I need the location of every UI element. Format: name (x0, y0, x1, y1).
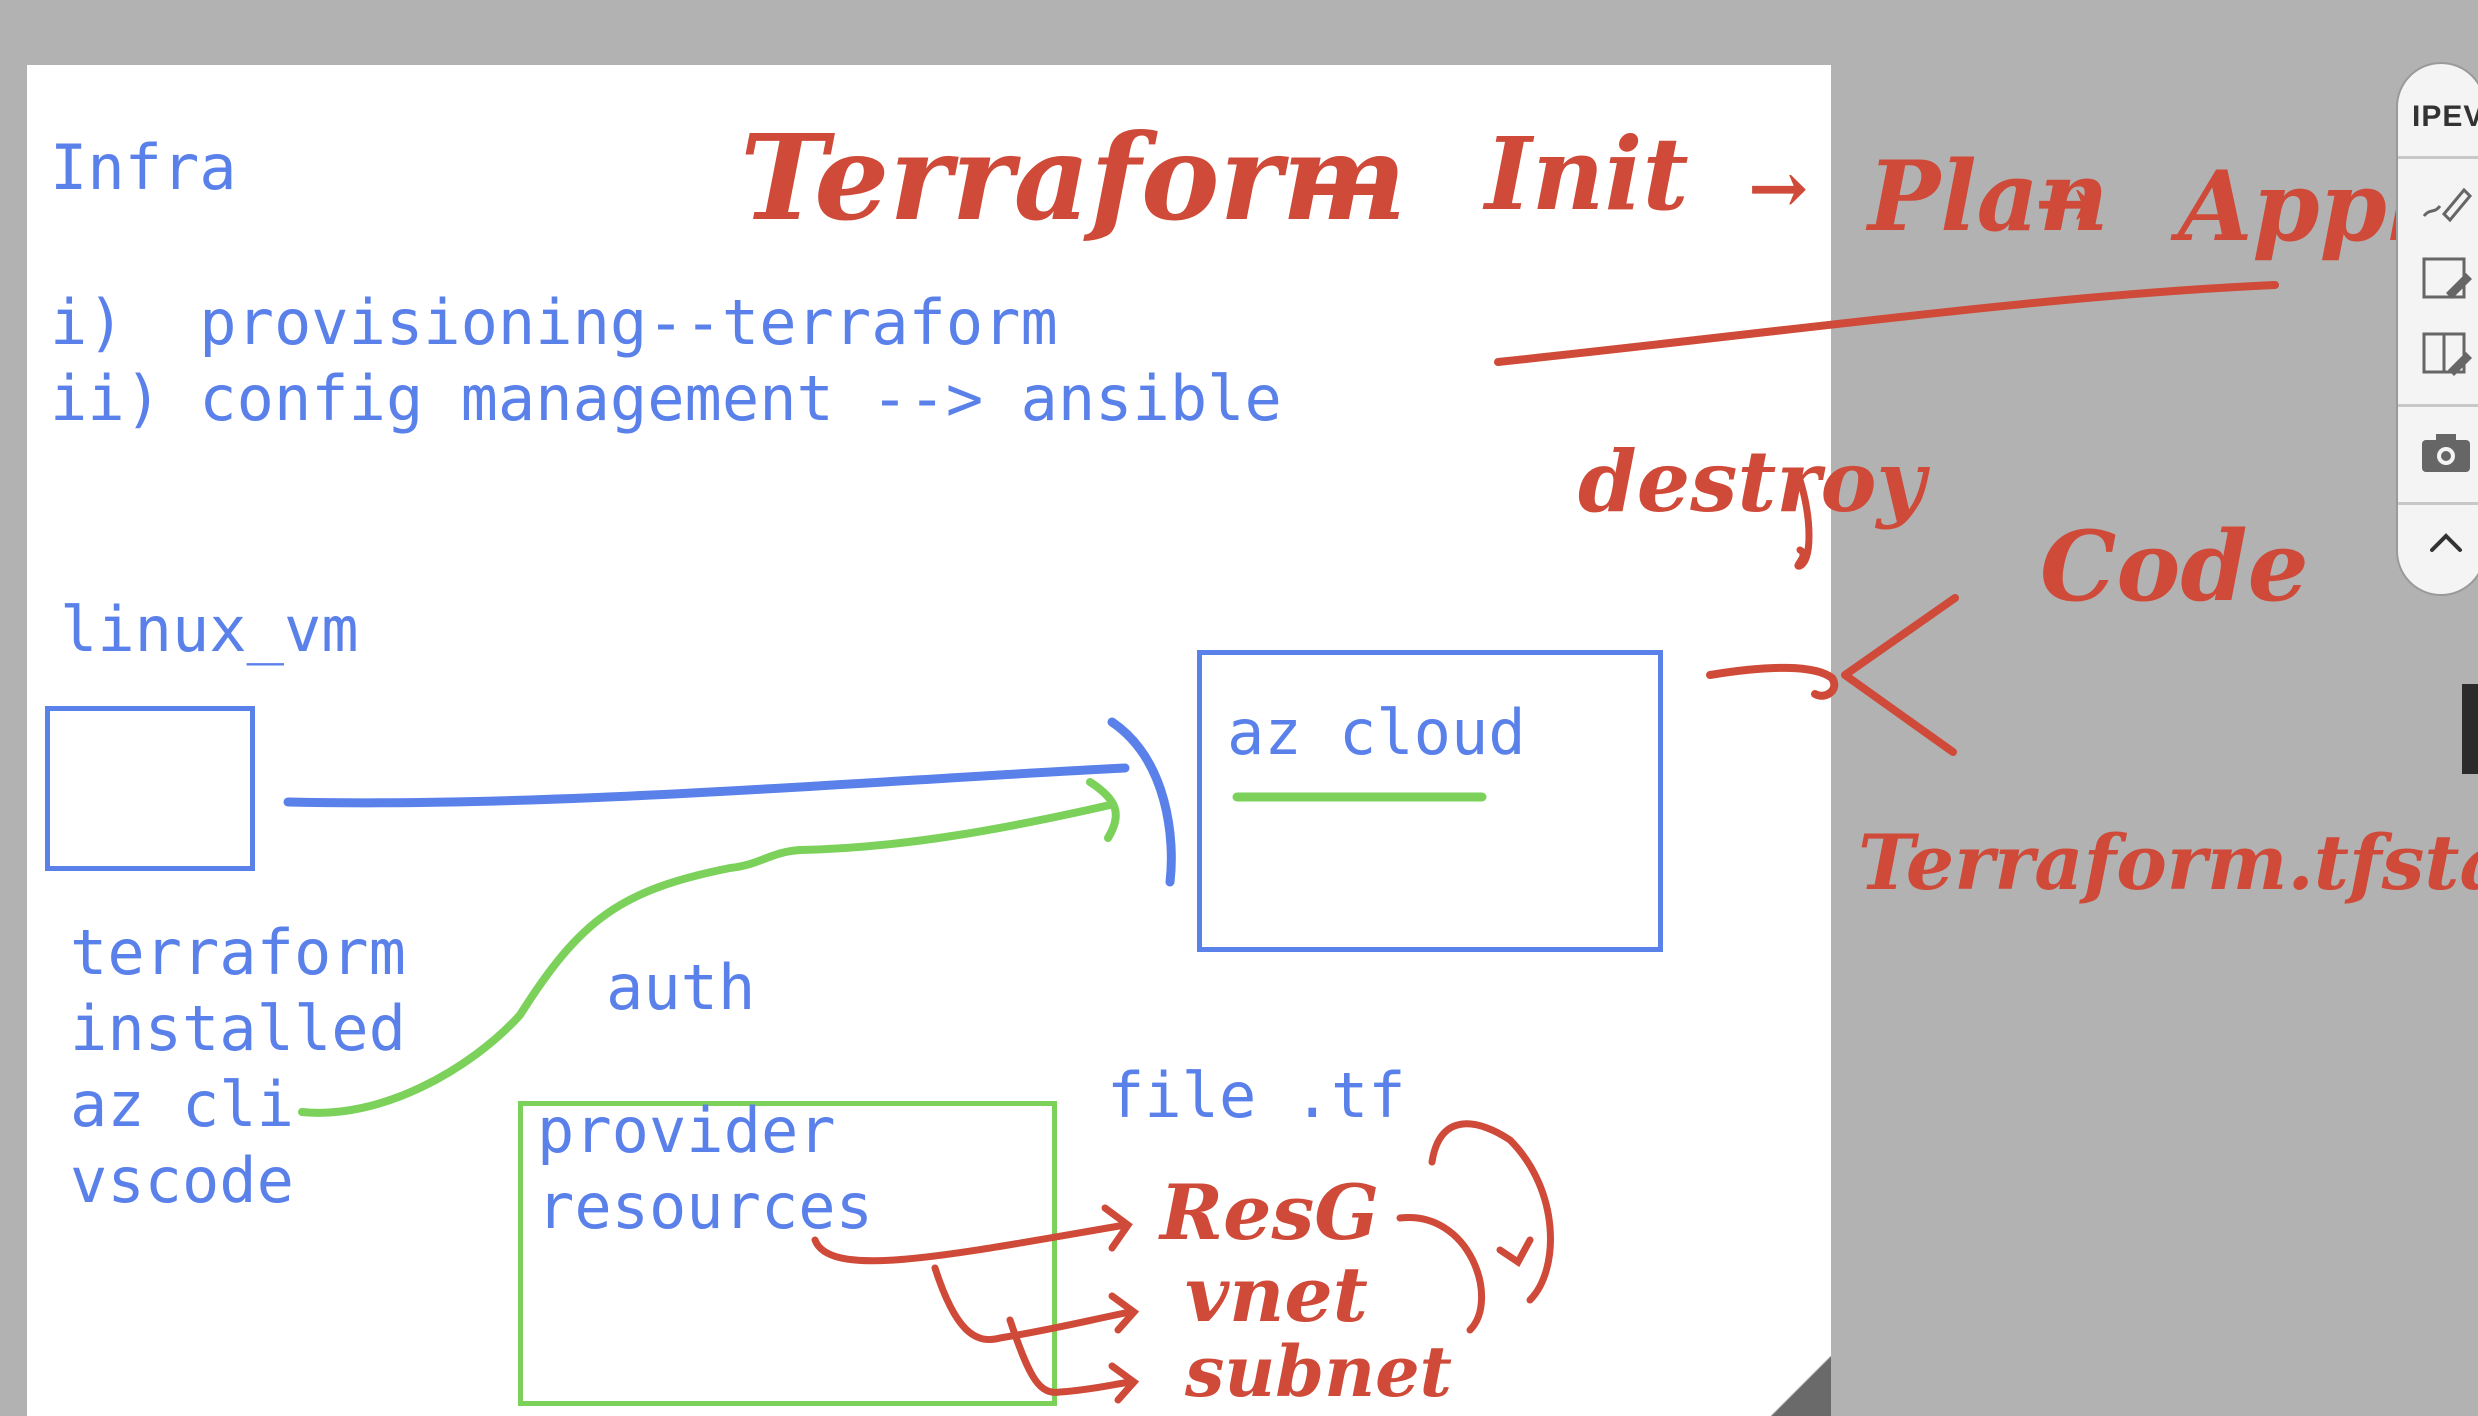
whiteboard-edit-icon[interactable] (2416, 249, 2476, 309)
plan-command: Plan (1868, 140, 2109, 253)
toolbar-separator (2398, 502, 2478, 505)
resource-vnet: vnet (1185, 1250, 1368, 1339)
ipevo-toolbar: IPEVO (2396, 62, 2478, 596)
resource-subnet: subnet (1185, 1330, 1453, 1413)
pen-icon[interactable] (2416, 174, 2476, 234)
vm-tool-vscode: vscode (70, 1144, 294, 1217)
linux-vm-label: linux_vm (60, 593, 359, 666)
chevron-up-icon[interactable] (2416, 514, 2476, 574)
code-state-fork (1841, 594, 1959, 756)
provider-label: provider (537, 1094, 836, 1167)
code-label: Code (2040, 510, 2309, 623)
init-plan-arrow: → (1748, 145, 1809, 230)
toolbar-brand: IPEVO (2412, 100, 2478, 133)
title-dash: — (1290, 125, 1386, 238)
auth-label: auth (606, 951, 756, 1024)
vm-tool-installed: installed (70, 992, 406, 1065)
resource-resg: ResG (1160, 1168, 1380, 1257)
destroy-command: destroy (1578, 432, 1926, 531)
linux-vm-box (45, 706, 255, 871)
tfstate-label: Terraform.tfstate (1858, 818, 2478, 907)
toolbar-separator (2398, 404, 2478, 407)
plan-apply-arrow: → (2035, 160, 2096, 245)
az-cloud-label: az cloud (1227, 696, 1526, 769)
vm-tool-az-cli: az cli (70, 1068, 294, 1141)
resources-label: resources (537, 1170, 873, 1243)
az-cloud-box (1197, 650, 1663, 952)
terraform-title: Terraform (740, 108, 1407, 247)
window-edge-marker (2462, 684, 2478, 774)
split-edit-icon[interactable] (2416, 324, 2476, 384)
list-item-provisioning: i) provisioning--terraform (50, 286, 1058, 359)
toolbar-separator (2398, 156, 2478, 159)
file-tf-label: file .tf (1107, 1059, 1406, 1132)
camera-icon[interactable] (2416, 424, 2476, 484)
infra-heading: Infra (50, 131, 237, 204)
init-command: Init (1485, 115, 1689, 233)
vm-tool-terraform: terraform (70, 916, 406, 989)
list-item-config-management: ii) config management --> ansible (50, 362, 1282, 435)
page-fold-corner (1771, 1356, 1831, 1416)
